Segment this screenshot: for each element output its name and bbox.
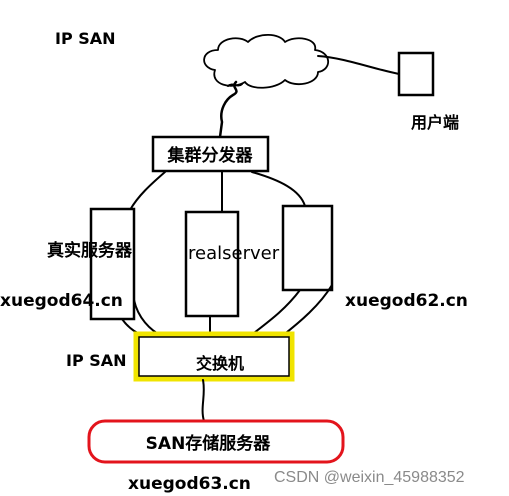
link-switch-storage	[201, 379, 205, 422]
san-storage-label: SAN存储服务器	[146, 433, 272, 454]
server-right-box	[281, 204, 334, 292]
realserver-label: realserver	[188, 243, 280, 264]
link-left-switch	[133, 299, 163, 337]
real-server-cn-label: 真实服务器	[47, 240, 133, 261]
watermark: CSDN @weixin_45988352	[274, 469, 465, 486]
user-client-box	[397, 51, 435, 97]
link-cloud-dispatcher	[218, 80, 238, 139]
cluster-dispatcher-box	[151, 135, 270, 173]
user-client-label: 用户端	[411, 113, 459, 132]
ip-san-top-label: IP SAN	[55, 29, 116, 48]
link-right-switch	[249, 289, 301, 337]
host-right-label: xuegod62.cn	[345, 291, 468, 311]
switch-label: 交换机	[196, 354, 244, 373]
link-dispatcher-right	[251, 171, 306, 207]
cloud-icon	[203, 33, 330, 89]
ip-san-bottom-label: IP SAN	[66, 351, 127, 370]
link-right-outer-switch	[281, 284, 333, 337]
server-left-box	[89, 207, 136, 321]
switch-box-outer	[133, 331, 295, 382]
host-storage-label: xuegod63.cn	[128, 474, 251, 494]
link-dispatcher-left	[129, 171, 166, 211]
server-middle-box	[184, 210, 240, 318]
san-storage-box	[87, 419, 345, 464]
switch-box-inner	[138, 336, 290, 377]
link-squiggle	[227, 83, 243, 87]
cluster-dispatcher-label: 集群分发器	[167, 145, 254, 166]
link-cloud-user	[317, 55, 400, 75]
host-left-label: xuegod64.cn	[0, 291, 123, 311]
